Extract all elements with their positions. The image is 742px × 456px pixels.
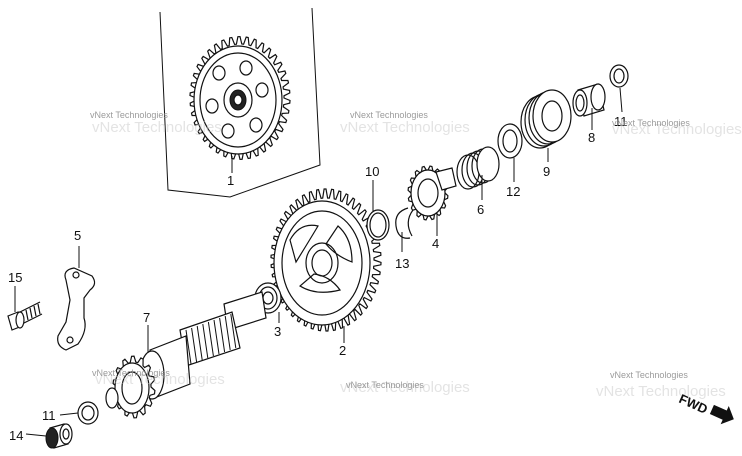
shaft-spline-line bbox=[191, 327, 198, 363]
part-label-8: 8 bbox=[588, 130, 595, 145]
part-label-6: 6 bbox=[477, 202, 484, 217]
shaft-spline-line bbox=[207, 321, 214, 357]
bolt-part-15 bbox=[7, 301, 43, 331]
watermark-bg-2: vNext Technologies bbox=[340, 119, 470, 136]
part-label-11-upper: 11 bbox=[614, 114, 628, 129]
shaft-spline-line bbox=[219, 317, 226, 353]
spring-part-9 bbox=[520, 89, 572, 149]
watermark-4: vNext Technologies bbox=[92, 368, 170, 378]
part-label-7: 7 bbox=[143, 310, 150, 325]
ratchet-part-4 bbox=[407, 165, 457, 221]
part-label-4: 4 bbox=[432, 236, 439, 251]
watermark-1: vNext Technologies bbox=[90, 110, 168, 120]
washer-part-12 bbox=[497, 123, 523, 159]
spring-9-inner-coil bbox=[541, 100, 563, 132]
watermark-5: vNext Technologies bbox=[346, 380, 424, 390]
watermark-bg-3: vNext Technologies bbox=[612, 121, 742, 138]
part-label-11-lower: 11 bbox=[42, 408, 56, 423]
spring-6-coil bbox=[476, 146, 500, 182]
watermark-2: vNext Technologies bbox=[350, 110, 428, 120]
part-label-13: 13 bbox=[395, 256, 409, 271]
washer-part-11-upper bbox=[609, 64, 629, 88]
washer-part-11-lower bbox=[77, 401, 99, 425]
part-label-12: 12 bbox=[506, 184, 520, 199]
part-label-1: 1 bbox=[227, 173, 234, 188]
shaft-part-7 bbox=[105, 291, 267, 419]
bush-part-14 bbox=[45, 423, 73, 449]
bracket-part-5 bbox=[57, 267, 96, 351]
shaft-spline-line bbox=[213, 319, 220, 355]
part-label-14: 14 bbox=[9, 428, 23, 443]
shaft-spline-line bbox=[230, 313, 237, 349]
watermark-bg-6: vNext Technologies bbox=[596, 383, 726, 400]
shaft-spline-line bbox=[202, 323, 209, 359]
watermark-bg-1: vNext Technologies bbox=[92, 119, 222, 136]
leader-lines bbox=[14, 87, 623, 437]
shaft-spline-line bbox=[196, 325, 203, 361]
watermarks: vNext Technologies vNext Technologies vN… bbox=[90, 110, 742, 400]
watermark-3: vNext Technologies bbox=[612, 118, 690, 128]
part-labels: 1 2 3 4 5 6 7 8 9 10 11 11 12 13 14 15 bbox=[8, 114, 628, 443]
part-label-15: 15 bbox=[8, 270, 22, 285]
spring-part-6 bbox=[456, 146, 500, 190]
fwd-arrow-icon bbox=[709, 404, 734, 425]
inset-frame bbox=[159, 7, 321, 198]
gear-part-1 bbox=[189, 35, 291, 161]
part-label-10: 10 bbox=[365, 164, 379, 179]
watermark-6: vNext Technologies bbox=[610, 370, 688, 380]
part-label-9: 9 bbox=[543, 164, 550, 179]
watermark-bg-4: vNext Technologies bbox=[95, 371, 225, 388]
shaft-spline-line bbox=[185, 329, 192, 365]
shaft-spline-line bbox=[224, 315, 231, 351]
part-label-5: 5 bbox=[74, 228, 81, 243]
ring-part-10 bbox=[366, 209, 390, 241]
part-label-2: 2 bbox=[339, 343, 346, 358]
spring-9-coil bbox=[532, 89, 572, 143]
part-label-3: 3 bbox=[274, 324, 281, 339]
collar-part-8 bbox=[572, 83, 606, 117]
watermark-bg-5: vNext Technologies bbox=[340, 379, 470, 396]
gear-part-2 bbox=[270, 188, 382, 332]
circlip-part-13 bbox=[395, 207, 414, 239]
